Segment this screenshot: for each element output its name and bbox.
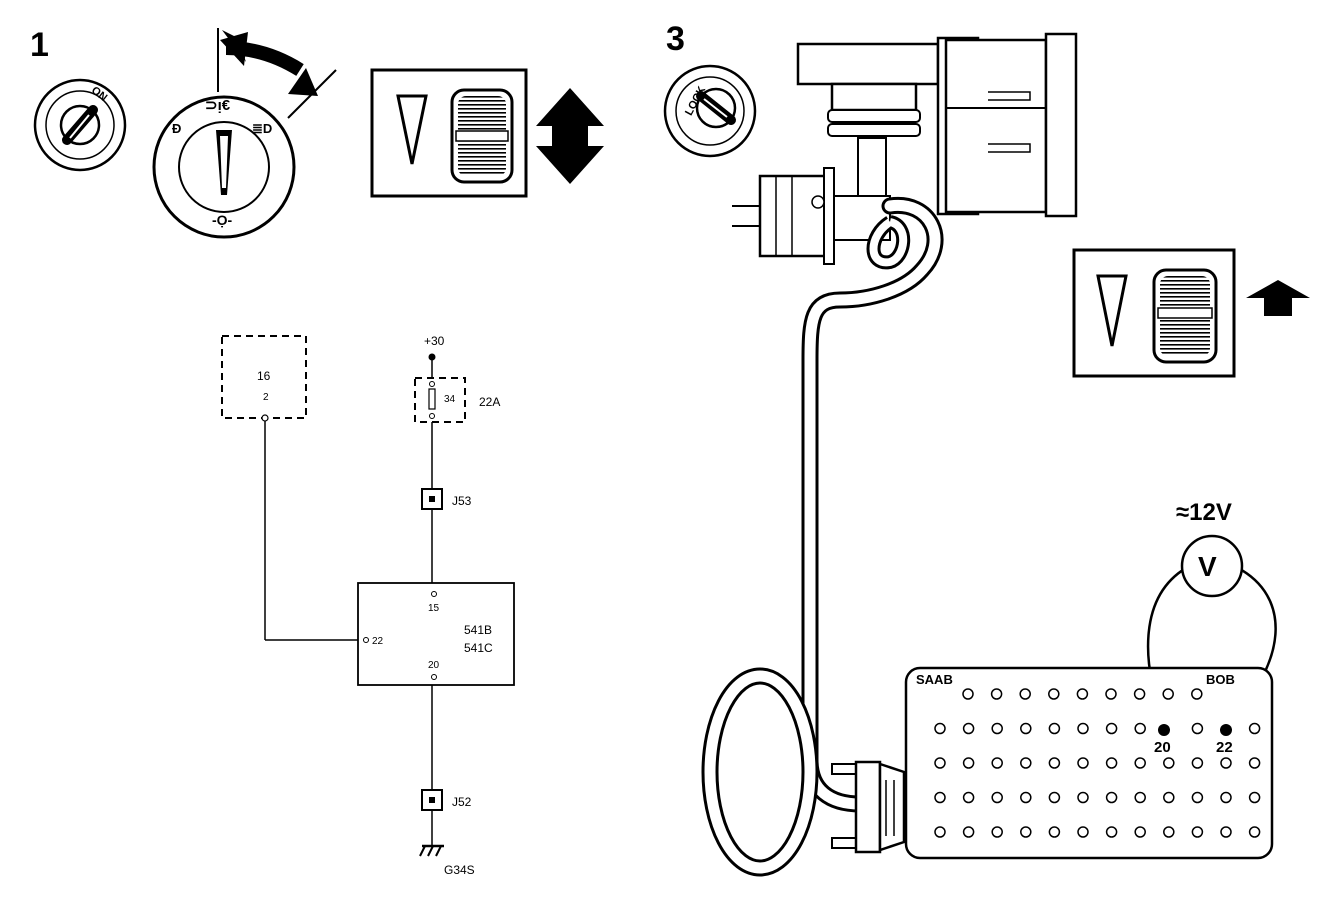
bob-pin-hole — [962, 791, 975, 804]
step-number-3: 3 — [666, 20, 685, 58]
bob-pin-hole — [1191, 791, 1204, 804]
rotate-double-arrow-icon — [217, 28, 337, 119]
bob-pin-hole — [991, 791, 1003, 804]
bob-pin-hole — [1105, 757, 1118, 769]
bob-pin-hole — [1048, 722, 1061, 735]
light-switch-knob-icon: ⊃ᴉ€ Ð ≣D -Ọ- — [152, 95, 296, 239]
bob-pin-hole — [1020, 757, 1032, 769]
connector-j52-label: J52 — [452, 795, 472, 809]
breakout-box-panel — [904, 666, 1274, 860]
bob-pin-hole — [1134, 826, 1146, 838]
bob-pin-hole — [1019, 688, 1031, 700]
voltmeter-symbol: V — [1198, 551, 1217, 582]
harness-cable — [701, 196, 944, 877]
bob-pin-hole — [1076, 688, 1089, 700]
svg-text:≣D: ≣D — [252, 121, 272, 136]
bob-pin-hole — [1248, 757, 1261, 769]
module-16-pin-label: 2 — [263, 392, 269, 403]
bob-pin-hole — [962, 688, 974, 700]
bob-pin-hole — [1248, 722, 1261, 735]
wiring-schematic — [221, 335, 515, 857]
control-unit-541c-label: 541C — [464, 641, 493, 655]
bob-pin-hole — [1248, 826, 1261, 838]
bob-pin-hole — [1191, 757, 1204, 769]
bob-pin-hole — [990, 688, 1003, 700]
voltage-reading: ≈12V — [1176, 499, 1232, 526]
bob-pin-hole — [1020, 791, 1032, 804]
bob-pin-hole — [1105, 791, 1118, 804]
bob-pin-hole — [1048, 791, 1061, 804]
svg-text:-Ọ-: -Ọ- — [212, 212, 233, 228]
ignition-switch-lock-icon: LOCK — [663, 64, 757, 158]
bob-pin-hole — [1191, 826, 1204, 838]
bob-pin-hole — [1105, 722, 1118, 735]
pin-20-label: 20 — [428, 660, 440, 671]
bob-pin-hole — [1048, 826, 1061, 838]
bob-pin-hole — [1220, 791, 1232, 804]
bob-pin-hole — [1077, 722, 1089, 735]
bob-pin-hole — [1048, 688, 1060, 700]
bob-pin-hole — [1020, 722, 1032, 735]
pin-15-label: 15 — [428, 603, 440, 614]
fuse-box-label: 22A — [479, 395, 500, 409]
bob-pin-hole — [934, 826, 946, 838]
breakout-box-pin-grid — [934, 688, 1261, 838]
bob-brand-saab-label: SAAB — [916, 672, 953, 687]
bob-pin-hole — [1248, 791, 1261, 804]
bob-pin-hole — [934, 791, 946, 804]
bob-pin-hole — [991, 757, 1003, 769]
bob-pin-hole — [1133, 688, 1146, 700]
bob-pin-hole — [1077, 791, 1089, 804]
connector-j53-label: J53 — [452, 494, 472, 508]
bob-pin-hole — [1105, 826, 1118, 838]
bob-pin-hole — [1048, 757, 1061, 769]
bob-pin-hole — [934, 757, 946, 769]
bob-pin-hole — [1077, 826, 1089, 838]
bob-pin-hole — [1163, 757, 1175, 769]
bob-pin-hole — [1134, 757, 1146, 769]
up-down-arrow-icon — [536, 88, 604, 184]
ground-g34s-label: G34S — [444, 863, 475, 877]
bob-pin-hole — [1191, 722, 1204, 735]
dimmer-wheel-panel-up — [1072, 248, 1236, 378]
bob-pin-hole — [1163, 826, 1175, 838]
bob-pin-hole — [1191, 688, 1203, 700]
module-16-label: 16 — [257, 369, 271, 383]
control-unit-541b-label: 541B — [464, 623, 492, 637]
dimmer-wheel-panel — [370, 68, 528, 198]
arrow-up-icon — [1246, 280, 1310, 316]
bob-pin-hole — [1134, 722, 1146, 735]
svg-text:Ð: Ð — [172, 121, 181, 136]
supply-label: +30 — [424, 334, 445, 348]
fuse-number-label: 34 — [444, 394, 456, 405]
bob-brand-bob-label: BOB — [1206, 672, 1235, 687]
bob-pin-hole — [1077, 757, 1089, 769]
probe-pin-22-label: 22 — [1216, 739, 1233, 756]
svg-text:⊃ᴉ€: ⊃ᴉ€ — [205, 97, 231, 114]
bob-pin-hole — [991, 826, 1003, 838]
bob-pin-hole — [1134, 791, 1146, 804]
bob-pin-hole — [1162, 688, 1174, 700]
bob-pin-hole — [1220, 757, 1232, 769]
step-number-1: 1 — [30, 26, 49, 64]
bob-dsub-connector-icon — [831, 760, 906, 854]
bob-pin-hole — [962, 757, 975, 769]
bob-pin-hole — [1220, 826, 1232, 838]
bob-pin-hole — [1020, 826, 1032, 838]
bob-pin-hole — [1105, 688, 1117, 700]
bob-pin-hole — [962, 722, 975, 735]
bob-pin-hole — [991, 722, 1003, 735]
probe-pin-20-label: 20 — [1154, 739, 1171, 756]
bob-pin-hole — [934, 722, 946, 735]
dimmer-switch-connector-icon — [732, 32, 1078, 265]
bob-pin-hole — [962, 826, 975, 838]
ignition-switch-on-icon: ON — [33, 78, 127, 172]
pin-22-label: 22 — [372, 636, 384, 647]
bob-pin-hole — [1163, 791, 1175, 804]
